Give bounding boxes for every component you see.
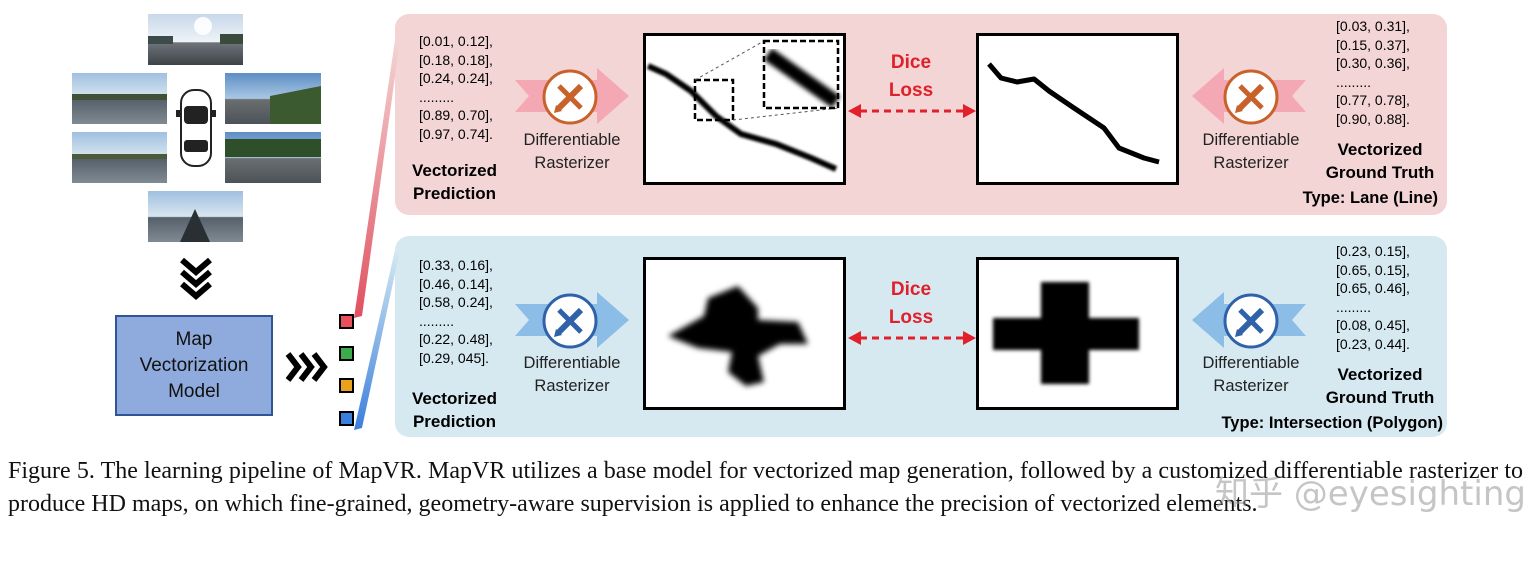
lane-ground-truth-raster: [976, 33, 1179, 185]
lane-prediction-label: Vectorized Prediction: [411, 161, 498, 203]
intersection-type-label: Type: Intersection (Polygon): [1221, 414, 1443, 432]
output-square-green: [339, 346, 354, 361]
output-square-red: [339, 314, 354, 329]
lane-ground-truth-label: Vectorized Ground Truth: [1325, 140, 1435, 182]
figure-caption: Figure 5. The learning pipeline of MapVR…: [8, 458, 1523, 517]
intersection-ground-truth-raster: [976, 257, 1179, 410]
pencil-ruler-icon: [1223, 293, 1279, 349]
ego-car-icon: [176, 89, 216, 167]
intersection-dice-loss-arrow: [848, 331, 976, 345]
intersection-prediction-label: Vectorized Prediction: [411, 389, 498, 431]
lane-ground-truth-coords: [0.03, 0.31], [0.15, 0.37], [0.30, 0.36]…: [1336, 18, 1410, 127]
lane-prediction-raster: [643, 33, 846, 185]
lane-dice-loss-arrow: [848, 104, 976, 118]
intersection-dice-loss-label: Dice Loss: [888, 279, 934, 328]
fan-connectors: [354, 40, 400, 430]
model-label-line-1: Map: [175, 328, 213, 350]
lane-rasterizer-label-left: Differentiable Rasterizer: [523, 131, 621, 172]
triple-chevron-right-icon: [285, 352, 328, 382]
intersection-rasterizer-label-left: Differentiable Rasterizer: [523, 354, 621, 395]
intersection-rasterizer-label-right: Differentiable Rasterizer: [1202, 354, 1300, 395]
intersection-prediction-coords: [0.33, 0.16], [0.46, 0.14], [0.58, 0.24]…: [419, 257, 493, 366]
surround-camera-views: [72, 14, 321, 242]
intersection-prediction-raster: [643, 257, 846, 410]
double-chevron-down-icon: [180, 257, 212, 300]
lane-dice-loss-label: Dice Loss: [888, 52, 934, 101]
watermark: 知乎 @eyesighting: [1215, 474, 1526, 514]
lane-type-label: Type: Lane (Line): [1302, 189, 1438, 207]
map-vectorization-model: Map Vectorization Model: [115, 315, 273, 416]
blue-fan: [354, 250, 400, 430]
pencil-ruler-icon: [1223, 69, 1279, 125]
output-square-orange: [339, 378, 354, 393]
lane-prediction-coords: [0.01, 0.12], [0.18, 0.18], [0.24, 0.24]…: [419, 33, 493, 142]
model-label-line-3: Model: [168, 380, 220, 402]
intersection-ground-truth-coords: [0.23, 0.15], [0.65, 0.15], [0.65, 0.46]…: [1336, 243, 1410, 352]
model-label-line-2: Vectorization: [139, 354, 249, 376]
pencil-ruler-icon: [542, 293, 598, 349]
intersection-ground-truth-label: Vectorized Ground Truth: [1325, 365, 1435, 407]
pencil-ruler-icon: [542, 69, 598, 125]
output-square-blue: [339, 411, 354, 426]
red-fan: [354, 40, 400, 318]
lane-rasterizer-label-right: Differentiable Rasterizer: [1202, 131, 1300, 172]
